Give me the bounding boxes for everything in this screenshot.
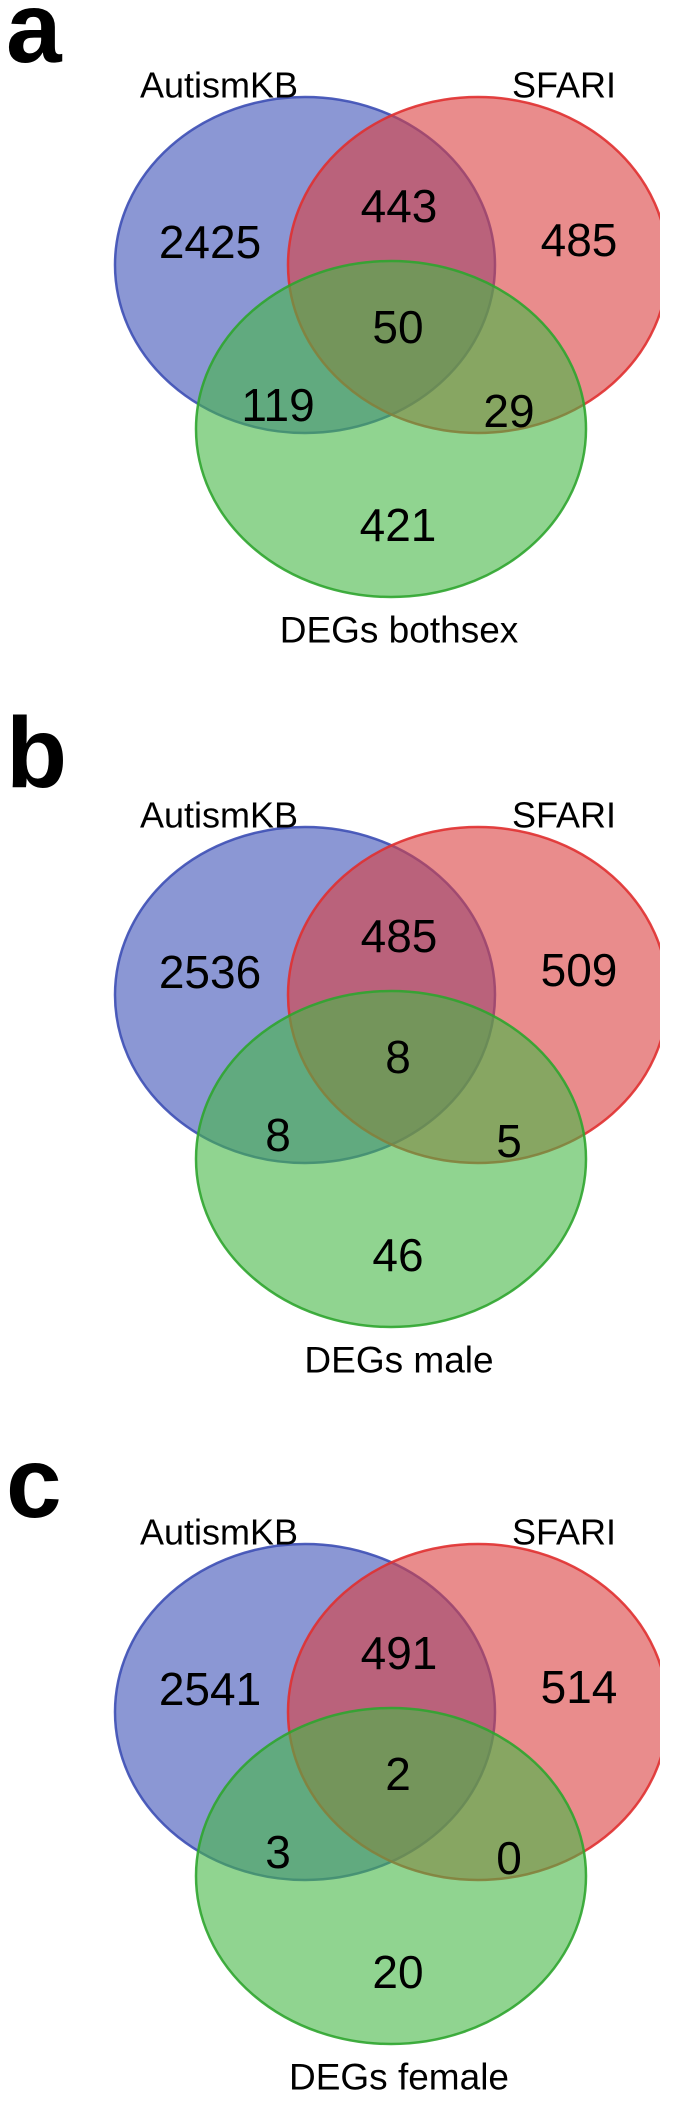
venn-diagram-c: AutismKB SFARI 2541 491 514 2 3 0 20 DEG…	[113, 1512, 660, 2098]
count-all-three: 8	[385, 1031, 411, 1083]
panel-letter-b: b	[6, 697, 68, 809]
count-autismkb-degs: 119	[241, 379, 314, 431]
count-sfari-only: 509	[541, 944, 618, 996]
count-all-three: 2	[385, 1748, 411, 1800]
count-autismkb-degs: 8	[265, 1109, 291, 1161]
set-label-degs: DEGs bothsex	[280, 610, 519, 651]
panel-letter-a: a	[6, 0, 62, 84]
count-sfari-degs: 29	[483, 385, 534, 437]
set-label-autismkb: AutismKB	[140, 1512, 298, 1553]
count-autismkb-degs: 3	[265, 1826, 291, 1878]
count-autismkb-only: 2541	[159, 1663, 261, 1715]
venn-diagram-a: AutismKB SFARI 2425 443 485 50 119 29 42…	[113, 65, 660, 651]
set-label-degs: DEGs male	[304, 1340, 493, 1381]
count-sfari-degs: 5	[496, 1115, 522, 1167]
count-autismkb-sfari: 443	[361, 180, 438, 232]
count-autismkb-only: 2425	[159, 216, 261, 268]
count-sfari-only: 485	[541, 214, 618, 266]
degs-circle	[194, 259, 588, 599]
count-degs-only: 20	[372, 1946, 423, 1998]
count-all-three: 50	[372, 301, 423, 353]
count-degs-only: 421	[360, 499, 437, 551]
count-degs-only: 46	[372, 1229, 423, 1281]
degs-circle	[194, 1706, 588, 2046]
set-label-sfari: SFARI	[512, 65, 616, 106]
count-sfari-only: 514	[541, 1661, 618, 1713]
panel-letter-c: c	[6, 1427, 62, 1539]
set-label-autismkb: AutismKB	[140, 795, 298, 836]
count-autismkb-sfari: 485	[361, 910, 438, 962]
set-label-sfari: SFARI	[512, 795, 616, 836]
degs-circle	[194, 989, 588, 1329]
set-label-autismkb: AutismKB	[140, 65, 298, 106]
count-autismkb-only: 2536	[159, 946, 261, 998]
set-label-degs: DEGs female	[289, 2057, 509, 2098]
count-sfari-degs: 0	[496, 1832, 522, 1884]
venn-diagram-b: AutismKB SFARI 2536 485 509 8 8 5 46 DEG…	[113, 795, 660, 1381]
set-label-sfari: SFARI	[512, 1512, 616, 1553]
count-autismkb-sfari: 491	[361, 1627, 438, 1679]
